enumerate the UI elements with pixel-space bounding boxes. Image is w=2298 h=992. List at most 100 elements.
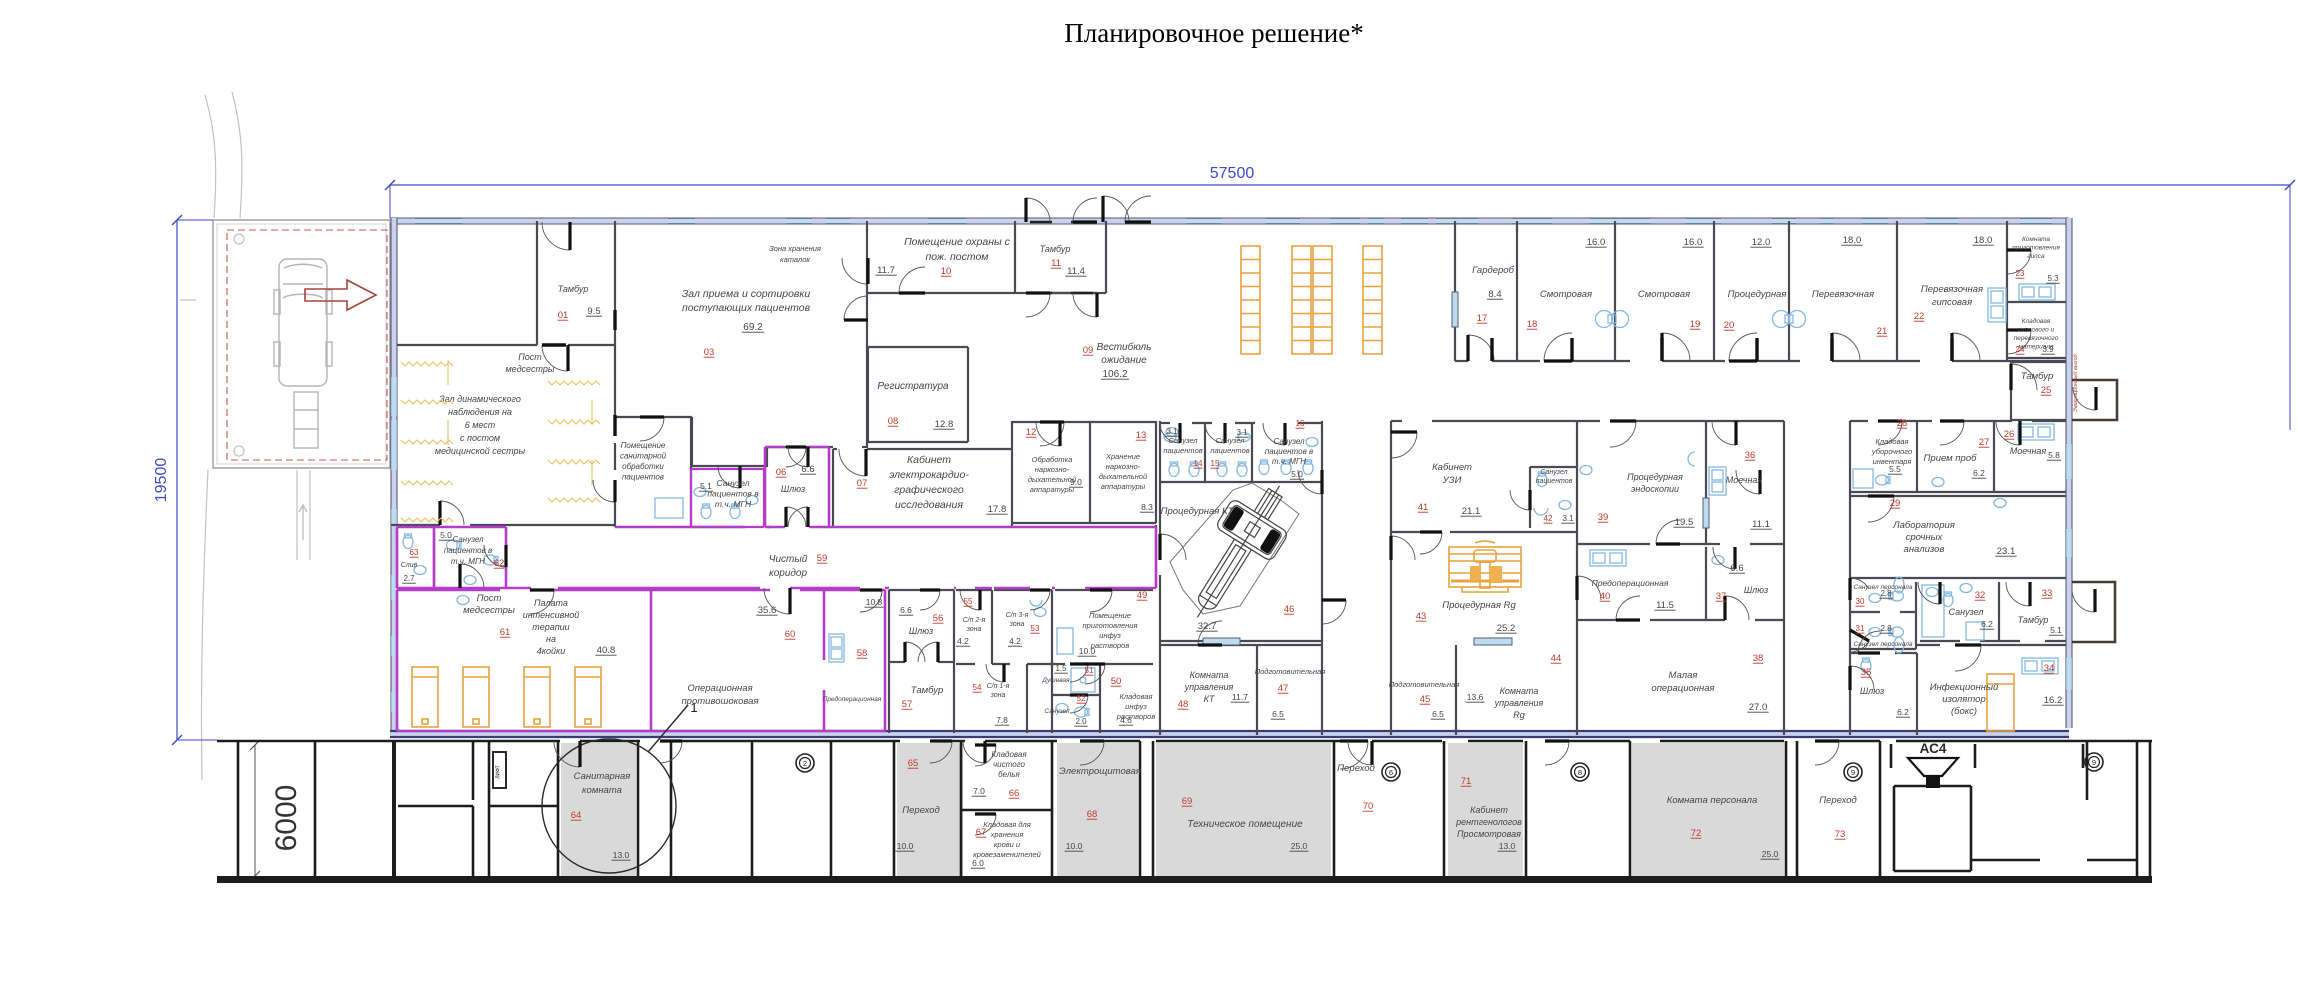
svg-text:47: 47 [1278, 683, 1289, 694]
svg-text:наблюдения на: наблюдения на [448, 407, 512, 417]
svg-text:Санузел: Санузел [1540, 469, 1567, 476]
svg-text:31: 31 [1856, 624, 1865, 633]
svg-text:пациентов в: пациентов в [444, 546, 492, 555]
svg-text:Пост: Пост [518, 352, 542, 362]
svg-text:6.6: 6.6 [801, 464, 814, 475]
svg-text:19500: 19500 [153, 458, 170, 503]
svg-text:2.8: 2.8 [1880, 624, 1892, 633]
svg-text:25.2: 25.2 [1497, 623, 1516, 634]
svg-text:Санузел персонала: Санузел персонала [1853, 584, 1912, 591]
svg-text:68: 68 [1087, 809, 1098, 820]
svg-text:51: 51 [1085, 666, 1094, 675]
svg-text:36: 36 [1745, 450, 1756, 461]
svg-text:2.0: 2.0 [1075, 717, 1087, 726]
svg-text:поступающих пациентов: поступающих пациентов [682, 302, 811, 314]
svg-text:срочных: срочных [1906, 532, 1944, 543]
svg-text:Тамбур: Тамбур [2018, 615, 2049, 625]
svg-text:исследования: исследования [895, 499, 963, 511]
svg-text:25.0: 25.0 [1291, 841, 1308, 851]
svg-text:Процедурная: Процедурная [1728, 289, 1787, 300]
svg-text:Кладовая для: Кладовая для [983, 820, 1031, 829]
svg-text:Санузел: Санузел [1215, 436, 1245, 445]
svg-text:32.7: 32.7 [1198, 621, 1217, 632]
svg-text:Кабинет: Кабинет [1432, 462, 1472, 473]
svg-text:5.1: 5.1 [2050, 625, 2062, 635]
svg-text:54: 54 [973, 683, 982, 692]
svg-text:Переход: Переход [1337, 763, 1375, 774]
svg-text:пациентов в: пациентов в [707, 489, 759, 499]
svg-text:наркозно-: наркозно- [1035, 465, 1070, 474]
svg-text:Санузел: Санузел [717, 478, 750, 488]
svg-text:Перевязочная: Перевязочная [1812, 289, 1874, 300]
svg-text:37: 37 [1716, 591, 1727, 602]
svg-text:35.6: 35.6 [758, 605, 777, 616]
svg-text:4.2: 4.2 [957, 636, 969, 646]
svg-text:перевязочного: перевязочного [2014, 335, 2059, 342]
svg-text:ожидание: ожидание [1101, 355, 1147, 366]
svg-text:6000: 6000 [270, 785, 303, 852]
svg-text:8: 8 [1578, 768, 1582, 777]
svg-text:Зал приема и сортировки: Зал приема и сортировки [682, 288, 811, 300]
svg-text:крови и: крови и [994, 840, 1021, 849]
svg-text:пациентов: пациентов [1536, 478, 1573, 485]
svg-text:С/п 3-я: С/п 3-я [1006, 612, 1029, 619]
svg-text:медицинской сестры: медицинской сестры [435, 446, 526, 456]
svg-text:15: 15 [1211, 459, 1220, 468]
svg-text:57: 57 [902, 699, 913, 710]
svg-text:5.8: 5.8 [2048, 450, 2060, 460]
svg-text:Санузел: Санузел [1044, 708, 1070, 715]
svg-text:06: 06 [776, 467, 787, 478]
svg-text:Гардероб: Гардероб [1472, 265, 1515, 276]
svg-text:Санузел персонала: Санузел персонала [1853, 641, 1912, 648]
svg-text:48: 48 [1178, 699, 1189, 710]
svg-text:Комната персонала: Комната персонала [1667, 795, 1758, 806]
svg-text:73: 73 [1835, 829, 1846, 840]
svg-text:дыхательной: дыхательной [1028, 475, 1077, 484]
svg-text:Кладовая: Кладовая [1875, 437, 1908, 446]
svg-text:операционная: операционная [1651, 683, 1714, 694]
svg-text:Помещение: Помещение [621, 441, 666, 450]
svg-text:обработки: обработки [622, 462, 664, 471]
svg-text:3.9: 3.9 [2042, 345, 2054, 354]
svg-text:Санузел: Санузел [1949, 607, 1984, 617]
svg-text:Шлюз: Шлюз [909, 626, 933, 636]
svg-text:Помещение охраны с: Помещение охраны с [904, 236, 1011, 248]
svg-text:69.2: 69.2 [743, 322, 763, 333]
svg-text:18: 18 [1527, 319, 1538, 330]
svg-text:Санузел: Санузел [1168, 436, 1198, 445]
svg-text:5.0: 5.0 [440, 530, 452, 540]
svg-text:приготовления: приготовления [1083, 621, 1138, 630]
svg-text:(бокс): (бокс) [1951, 706, 1977, 717]
svg-text:Смотровая: Смотровая [1540, 289, 1592, 300]
svg-text:58: 58 [857, 648, 868, 659]
svg-text:1.5: 1.5 [1055, 664, 1067, 673]
svg-text:Тамбур: Тамбур [1040, 244, 1071, 254]
svg-text:29: 29 [1890, 498, 1901, 509]
svg-text:57500: 57500 [1210, 165, 1255, 182]
svg-text:Комната: Комната [2022, 236, 2050, 243]
svg-text:11: 11 [1051, 258, 1061, 269]
svg-text:1: 1 [690, 700, 697, 715]
svg-text:каталок: каталок [780, 255, 810, 264]
svg-text:2.7: 2.7 [403, 574, 415, 583]
svg-text:Зона хранения: Зона хранения [769, 244, 821, 253]
svg-text:Инфекционный: Инфекционный [1930, 682, 1999, 693]
svg-text:26: 26 [2004, 429, 2015, 440]
svg-text:Тамбур: Тамбур [2021, 371, 2054, 382]
svg-text:Переход: Переход [1819, 795, 1857, 806]
svg-text:12.0: 12.0 [1752, 237, 1771, 248]
svg-text:22: 22 [1914, 311, 1925, 322]
svg-text:12: 12 [1026, 427, 1037, 438]
svg-text:белья: белья [998, 770, 1020, 779]
svg-text:63: 63 [410, 548, 419, 557]
svg-text:69: 69 [1182, 796, 1193, 807]
svg-text:10.8: 10.8 [866, 597, 883, 607]
svg-text:кровезаменителей: кровезаменителей [973, 850, 1041, 859]
svg-text:16.0: 16.0 [1587, 237, 1606, 248]
svg-text:хранения: хранения [990, 830, 1024, 839]
svg-text:Кладовая: Кладовая [2022, 317, 2051, 325]
svg-text:комната: комната [582, 785, 622, 796]
svg-text:Санузел: Санузел [1273, 437, 1305, 446]
svg-text:71: 71 [1461, 776, 1472, 787]
svg-text:растворов: растворов [1090, 641, 1130, 650]
